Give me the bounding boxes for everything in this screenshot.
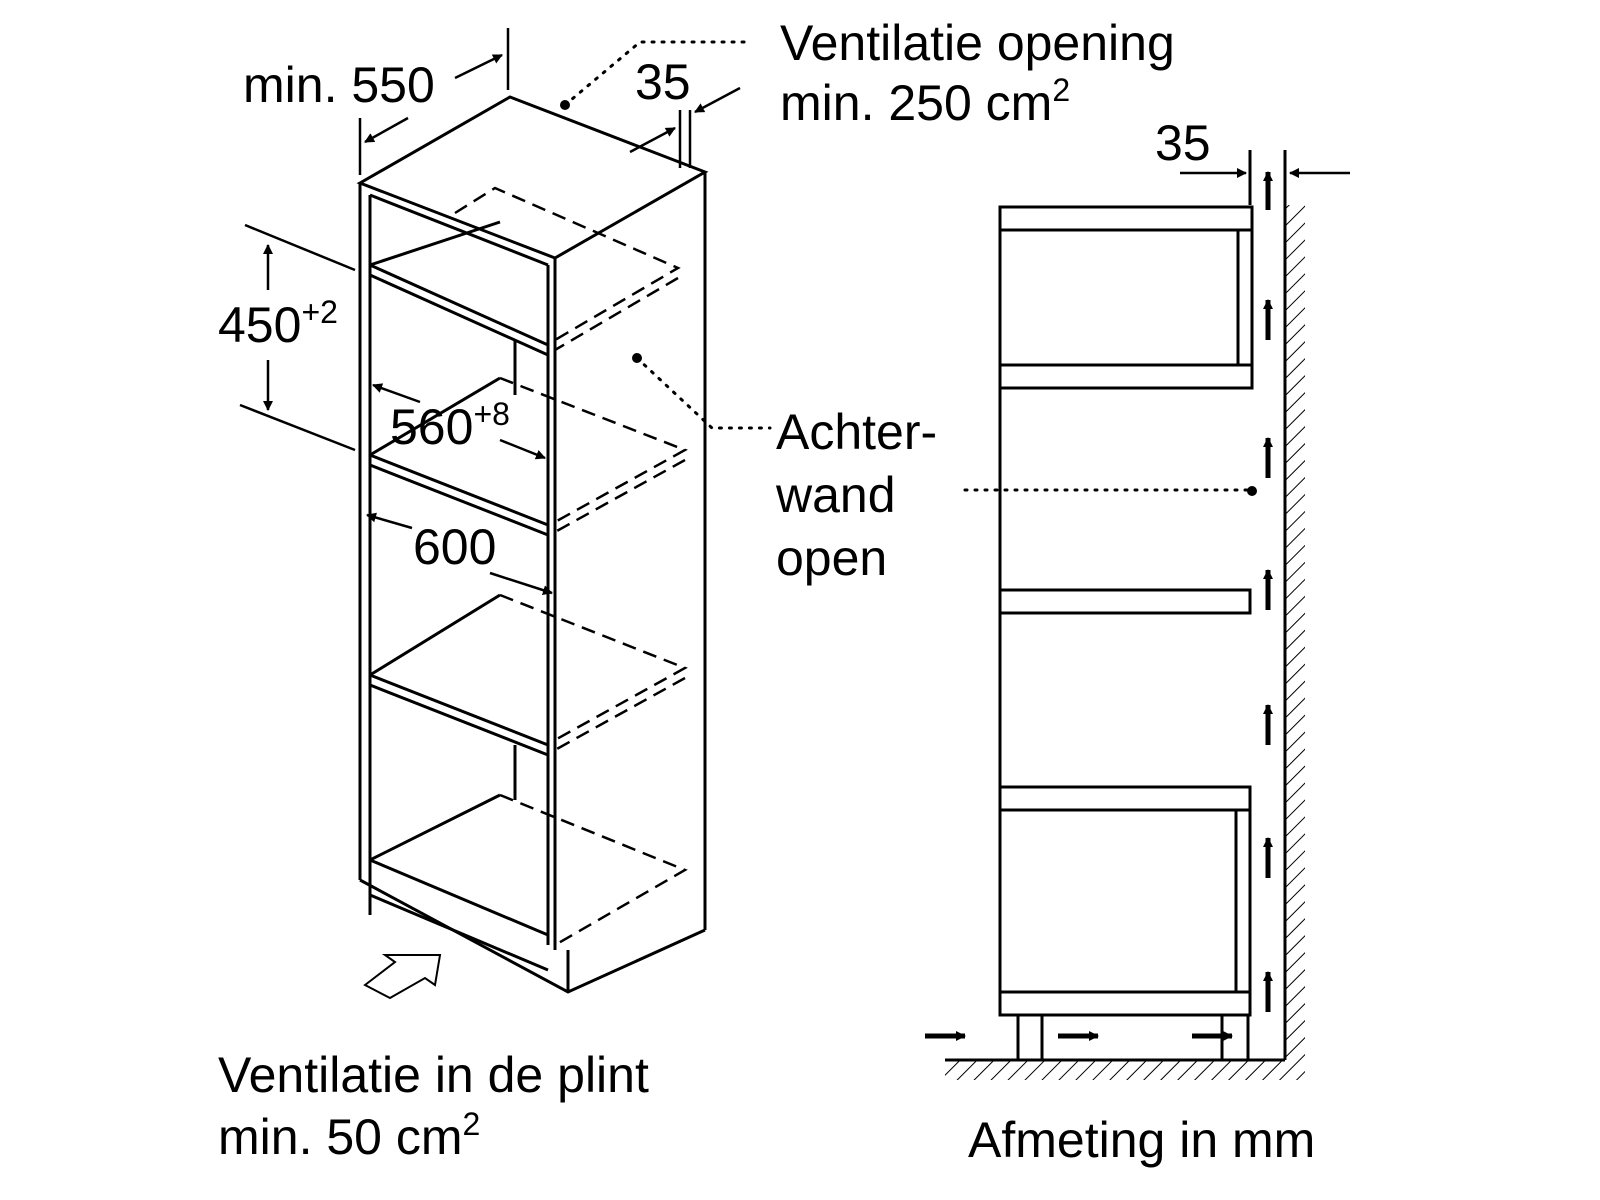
leader-dot <box>632 353 642 363</box>
niche-width-tolerance: +8 <box>473 396 510 432</box>
niche-width-label: 560+8 <box>390 398 510 455</box>
superscript: 2 <box>462 1106 481 1142</box>
dimension-lines <box>239 28 741 1000</box>
plinth-vent-min-label: min. 50 cm2 <box>218 1108 480 1165</box>
plinth-vent-min-text: min. 50 cm <box>218 1109 463 1165</box>
depth-min-label: min. 550 <box>243 57 435 113</box>
cabinet-section <box>998 150 1287 1062</box>
niche-height-label: 450+2 <box>218 296 338 353</box>
rear-dashed-lines <box>454 186 688 947</box>
plinth-vent-label: Ventilatie in de plint <box>218 1047 649 1103</box>
cabinet-width-label: 600 <box>413 519 497 575</box>
vent-opening-min-text: min. 250 cm <box>780 75 1053 131</box>
vent-opening-min-label: min. 250 cm2 <box>780 74 1070 131</box>
rear-wall-label-1: Achter- <box>776 404 938 460</box>
superscript: 2 <box>1052 72 1071 108</box>
cabinet-isometric <box>356 95 709 994</box>
niche-height-tolerance: +2 <box>301 294 338 330</box>
leader-dot <box>1247 486 1257 496</box>
dotted-leaders <box>563 40 1252 492</box>
vent-opening-label: Ventilatie opening <box>780 15 1175 71</box>
top-gap-label: 35 <box>635 54 691 110</box>
rear-wall-label-3: open <box>776 530 888 586</box>
wall-hatch <box>945 205 1305 1080</box>
rear-wall-label-2: wand <box>776 467 896 523</box>
units-note: Afmeting in mm <box>968 1112 1316 1168</box>
niche-height-value: 450 <box>218 297 302 353</box>
leader-dot <box>560 100 570 110</box>
side-gap-label: 35 <box>1155 115 1211 171</box>
niche-width-value: 560 <box>390 399 474 455</box>
airflow-arrows <box>925 171 1273 1041</box>
